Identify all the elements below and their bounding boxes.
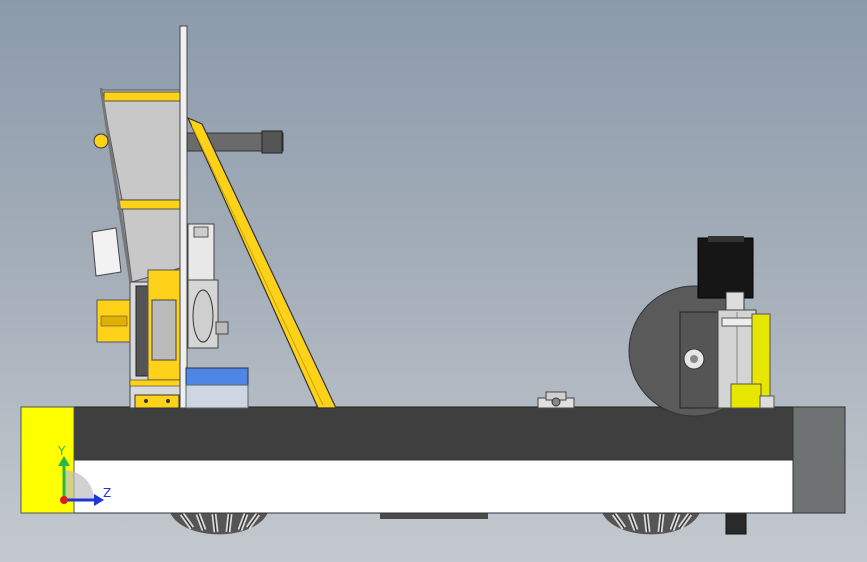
main-mast — [179, 25, 188, 409]
front-hinge — [93, 133, 109, 149]
z-axis-label: Z — [103, 486, 111, 500]
sensor-bracket — [91, 227, 122, 277]
front-wheel[interactable] — [170, 512, 268, 535]
rear-drive-assembly[interactable] — [628, 236, 775, 417]
center-bearing-mount[interactable] — [537, 391, 575, 409]
chassis-bottom-rail — [20, 459, 794, 514]
chassis[interactable] — [20, 406, 846, 514]
bottom-skid-plate[interactable] — [380, 512, 488, 519]
chassis-top-rail — [20, 406, 794, 461]
motor-housing — [697, 237, 754, 299]
hopper-mid-stripe — [117, 199, 181, 210]
rear-wheel[interactable] — [602, 512, 700, 535]
y-axis-label: Y — [57, 444, 66, 458]
hopper-upper — [100, 89, 181, 201]
chassis-rear-cap — [792, 406, 846, 514]
hopper-front-edge — [99, 87, 134, 291]
hopper-top-stripe — [103, 91, 181, 102]
rear-bottom-bracket[interactable] — [725, 511, 747, 535]
front-arm-assembly[interactable] — [91, 25, 337, 409]
ramp-arm[interactable] — [186, 116, 337, 409]
coordinate-triad: Y Z — [57, 444, 111, 506]
foot-bracket — [134, 394, 180, 409]
